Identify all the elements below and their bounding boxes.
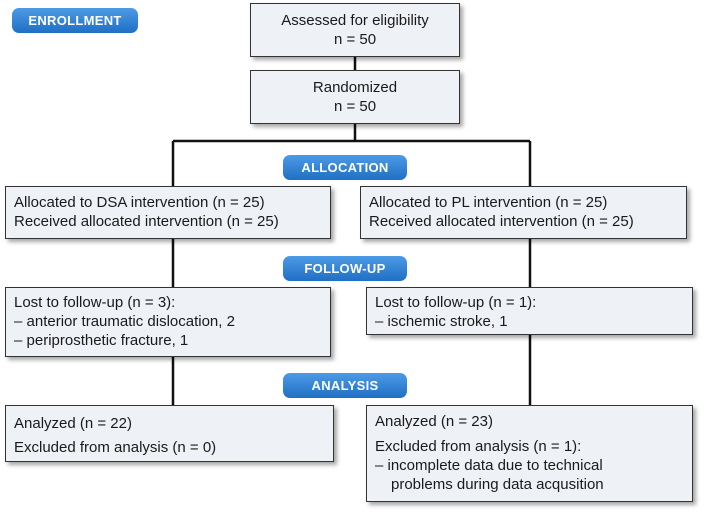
received-dsa-text: Received allocated intervention (n = 25) [14, 213, 279, 230]
analyzed-dsa-text: Analyzed (n = 22) [14, 415, 132, 432]
randomized-label: Randomized [312, 79, 398, 96]
followup-pl-box: Lost to follow-up (n = 1): – ischemic st… [366, 287, 693, 335]
excluded-dsa-text: Excluded from analysis (n = 0) [14, 439, 217, 456]
lost-dsa-reason-2: – periprosthetic fracture, 1 [14, 332, 189, 349]
allocation-pl-box: Allocated to PL intervention (n = 25) Re… [360, 186, 687, 239]
stage-label-enrollment: ENROLLMENT [12, 8, 138, 33]
randomized-count: n = 50 [333, 98, 377, 115]
stage-label-followup: FOLLOW-UP [283, 256, 407, 281]
stage-label-allocation: ALLOCATION [283, 155, 407, 180]
assessed-count: n = 50 [333, 31, 377, 48]
analysis-pl-box: Analyzed (n = 23) Excluded from analysis… [366, 405, 693, 502]
lost-dsa-text: Lost to follow-up (n = 3): [14, 294, 176, 311]
assessed-box: Assessed for eligibility n = 50 [250, 3, 460, 57]
received-pl-text: Received allocated intervention (n = 25) [369, 213, 634, 230]
allocated-dsa-text: Allocated to DSA intervention (n = 25) [14, 194, 265, 211]
followup-dsa-box: Lost to follow-up (n = 3): – anterior tr… [5, 287, 331, 357]
randomized-box: Randomized n = 50 [250, 70, 460, 124]
lost-dsa-reason-1: – anterior traumatic dislocation, 2 [14, 313, 235, 330]
assessed-label: Assessed for eligibility [281, 12, 429, 29]
stage-label-analysis: ANALYSIS [283, 373, 407, 398]
excluded-pl-reason-1: – incomplete data due to technical [375, 457, 603, 474]
allocated-pl-text: Allocated to PL intervention (n = 25) [369, 194, 608, 211]
analyzed-pl-text: Analyzed (n = 23) [375, 413, 493, 430]
lost-pl-text: Lost to follow-up (n = 1): [375, 294, 537, 311]
allocation-dsa-box: Allocated to DSA intervention (n = 25) R… [5, 186, 331, 239]
lost-pl-reason-1: – ischemic stroke, 1 [375, 313, 508, 330]
excluded-pl-reason-2: problems during data acqusition [391, 476, 604, 493]
excluded-pl-text: Excluded from analysis (n = 1): [375, 438, 582, 455]
analysis-dsa-box: Analyzed (n = 22) Excluded from analysis… [5, 405, 334, 462]
